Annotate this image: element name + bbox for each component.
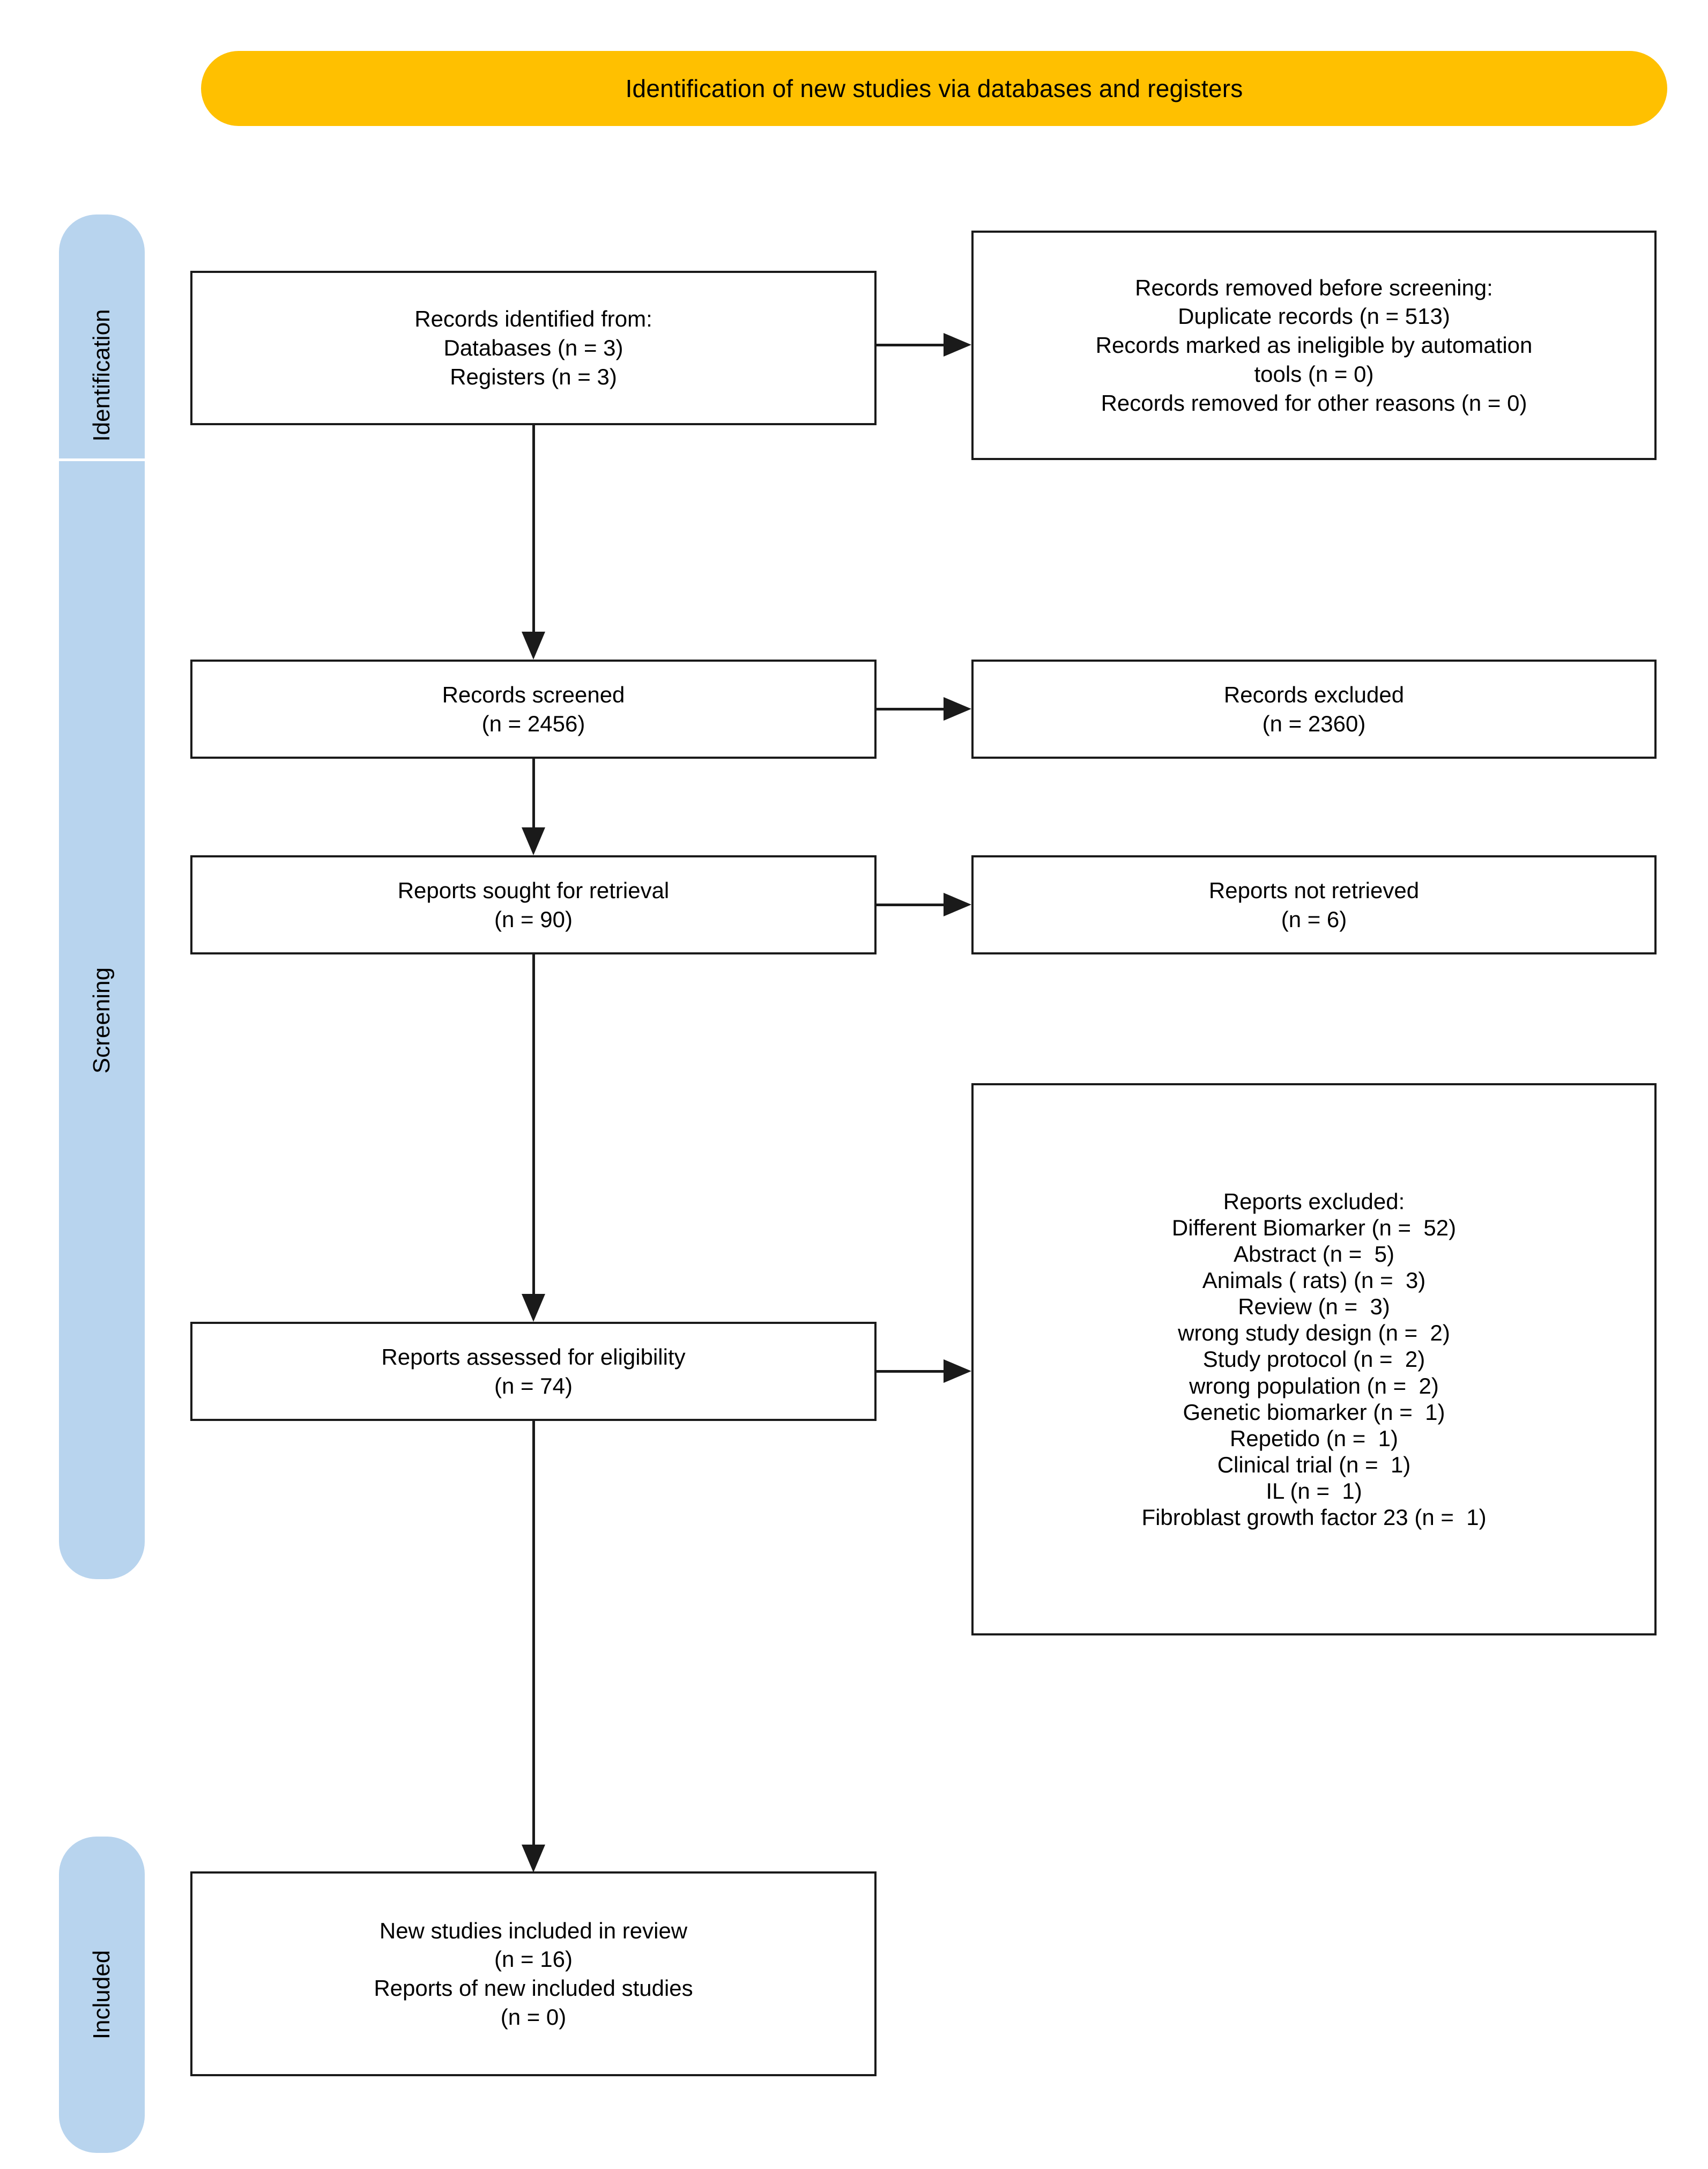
box-line: (n = 2360) [1262, 710, 1366, 736]
stage-label-identification: Identification [88, 309, 115, 442]
box-line: Records marked as ineligible by automati… [1095, 332, 1533, 358]
box-line: (n = 6) [1281, 906, 1347, 932]
connector-screened-to-excluded [877, 708, 944, 710]
box-line: Repetido (n = 1) [1229, 1425, 1398, 1451]
box-line: (n = 2456) [481, 710, 585, 736]
box-records-excluded: Records excluded (n = 2360) [971, 660, 1657, 759]
stage-bar-identification: Identification [59, 214, 145, 458]
box-new-studies-included: New studies included in review (n = 16) … [190, 1871, 877, 2076]
connector-eligibility-to-reportsexcluded [877, 1370, 944, 1373]
box-line: Study protocol (n = 2) [1202, 1346, 1425, 1372]
box-line: (n = 74) [494, 1373, 573, 1398]
box-line: Reports assessed for eligibility [381, 1344, 686, 1369]
box-reports-assessed-for-eligibility: Reports assessed for eligibility (n = 74… [190, 1322, 877, 1421]
box-records-screened: Records screened (n = 2456) [190, 660, 877, 759]
banner-title: Identification of new studies via databa… [625, 75, 1243, 102]
box-line: Records removed for other reasons (n = 0… [1101, 390, 1527, 416]
connector-sought-to-eligibility [532, 954, 535, 1294]
connector-sought-to-notretrieved [877, 904, 944, 906]
box-line: Records excluded [1223, 682, 1405, 707]
box-line: Animals ( rats) (n = 3) [1202, 1268, 1426, 1293]
arrowhead-eligibility-to-included [522, 1845, 545, 1872]
box-line: Records identified from: [414, 306, 652, 332]
box-line: Records removed before screening: [1135, 275, 1493, 300]
connector-eligibility-to-included [532, 1421, 535, 1845]
arrowhead-identified-to-screened [522, 632, 545, 660]
box-line: Clinical trial (n = 1) [1217, 1452, 1411, 1477]
box-line: New studies included in review [379, 1918, 688, 1943]
arrowhead-sought-to-eligibility [522, 1294, 545, 1322]
box-line: Reports of new included studies [374, 1975, 693, 2001]
box-reports-excluded: Reports excluded: Different Biomarker (n… [971, 1083, 1657, 1635]
box-line: (n = 90) [494, 906, 573, 932]
arrowhead-sought-to-notretrieved [944, 893, 971, 916]
box-line: Duplicate records (n = 513) [1178, 303, 1450, 329]
connector-identified-to-screened [532, 425, 535, 632]
box-line: (n = 16) [494, 1946, 573, 1972]
arrowhead-screened-to-sought [522, 827, 545, 855]
box-line: Reports excluded: [1223, 1188, 1405, 1214]
arrowhead-identified-to-removed [944, 333, 971, 357]
arrowhead-screened-to-excluded [944, 697, 971, 721]
stage-bar-included: Included [59, 1837, 145, 2153]
stage-label-screening: Screening [88, 967, 115, 1074]
box-line: Different Biomarker (n = 52) [1171, 1215, 1457, 1240]
identification-banner: Identification of new studies via databa… [201, 51, 1667, 126]
stage-label-included: Included [88, 1950, 115, 2040]
box-line: tools (n = 0) [1254, 361, 1374, 387]
box-line: Genetic biomarker (n = 1) [1183, 1399, 1445, 1425]
box-line: Reports sought for retrieval [397, 877, 670, 903]
box-line: wrong population (n = 2) [1189, 1373, 1439, 1398]
box-line: Abstract (n = 5) [1234, 1241, 1394, 1267]
box-line: IL (n = 1) [1266, 1478, 1362, 1504]
box-line: Registers (n = 3) [450, 364, 617, 389]
arrowhead-eligibility-to-reportsexcluded [944, 1359, 971, 1383]
box-line: Records screened [442, 682, 625, 707]
box-line: Fibroblast growth factor 23 (n = 1) [1141, 1505, 1487, 1530]
box-line: Review (n = 3) [1238, 1294, 1390, 1320]
connector-screened-to-sought [532, 759, 535, 827]
box-line: (n = 0) [500, 2004, 567, 2030]
connector-identified-to-removed [877, 344, 944, 346]
box-line: Databases (n = 3) [443, 335, 623, 361]
stage-bar-screening: Screening [59, 461, 145, 1579]
box-reports-sought-for-retrieval: Reports sought for retrieval (n = 90) [190, 855, 877, 954]
box-records-identified: Records identified from: Databases (n = … [190, 271, 877, 425]
box-records-removed-before-screening: Records removed before screening: Duplic… [971, 231, 1657, 460]
box-line: wrong study design (n = 2) [1178, 1320, 1450, 1346]
box-reports-not-retrieved: Reports not retrieved (n = 6) [971, 855, 1657, 954]
box-line: Reports not retrieved [1208, 877, 1420, 903]
